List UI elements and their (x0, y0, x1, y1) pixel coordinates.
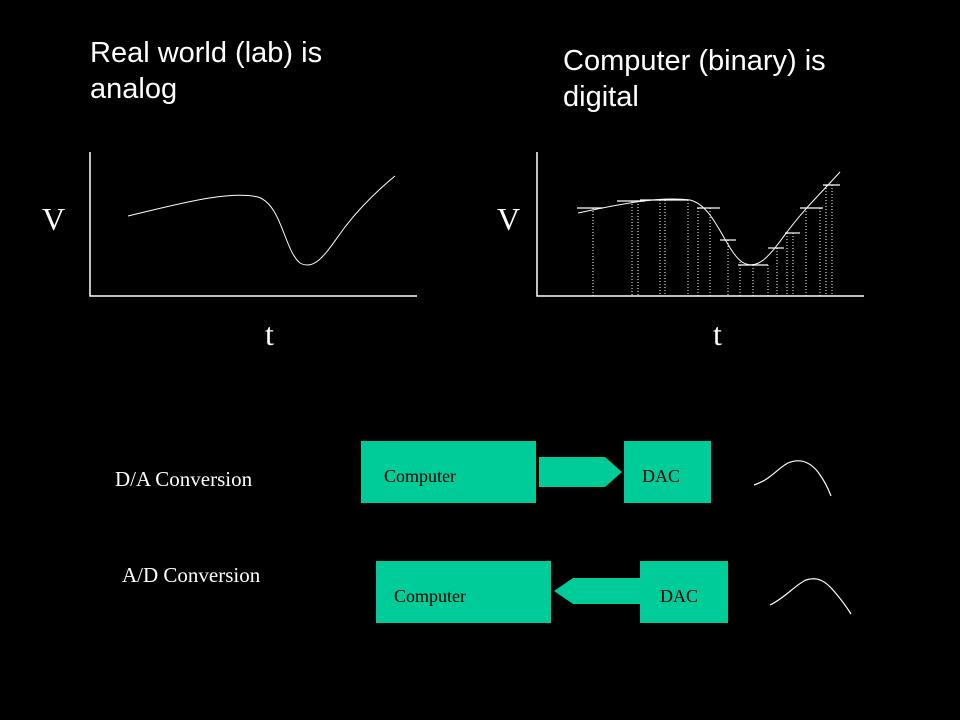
digital-heading: Computer (binary) is digital (563, 45, 826, 113)
da-arrow-right (539, 457, 622, 487)
da-computer-box: Computer (361, 441, 536, 503)
ad-arrow-left (554, 578, 640, 604)
da-computer-box-label: Computer (384, 466, 456, 486)
digital-y-axis-label: V (497, 201, 521, 237)
digital-axes (536, 152, 864, 297)
digital-signal-curve (577, 171, 841, 266)
analog-x-axis-label: t (265, 316, 274, 352)
da-dac-box-label: DAC (642, 466, 681, 486)
analog-signal-curve (127, 175, 396, 266)
analog-axes (89, 152, 417, 297)
ad-dac-box: DAC (640, 561, 728, 623)
da-output-waveform (753, 460, 832, 497)
digital-sample-lines (592, 185, 833, 296)
da-dac-box: DAC (624, 441, 711, 503)
analog-heading: Real world (lab) is analog (90, 37, 323, 105)
ad-conversion-label: A/D Conversion (122, 563, 261, 587)
digital-x-axis-label: t (713, 316, 722, 352)
digital-quantization-steps (577, 184, 840, 266)
ad-input-waveform (769, 578, 852, 615)
ad-computer-box-label: Computer (394, 586, 466, 606)
ad-computer-box: Computer (376, 561, 551, 623)
da-conversion-label: D/A Conversion (115, 467, 253, 491)
ad-dac-box-label: DAC (660, 586, 699, 606)
analog-y-axis-label: V (42, 201, 66, 237)
